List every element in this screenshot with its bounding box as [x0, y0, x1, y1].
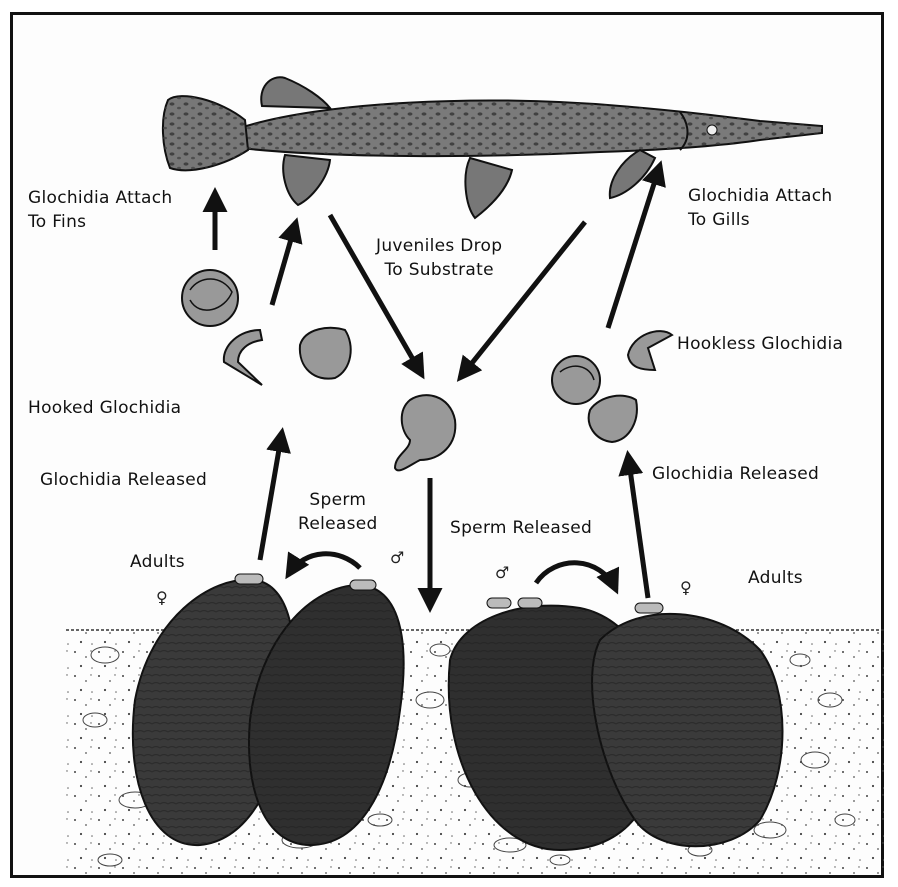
- label-hooked: Hooked Glochidia: [28, 398, 181, 418]
- glochidium-icon: [300, 328, 351, 379]
- label-attach-gills-line1: Glochidia Attach: [688, 186, 832, 206]
- label-sperm-right: Sperm Released: [450, 518, 592, 538]
- label-sperm-left-line1: Sperm: [298, 490, 378, 510]
- glochidium-icon: [182, 270, 238, 326]
- label-released-left: Glochidia Released: [40, 470, 207, 490]
- label-juveniles-line1: Juveniles Drop: [376, 236, 502, 256]
- label-attach-fins-line1: Glochidia Attach: [28, 188, 172, 208]
- male-symbol-left: ♂: [390, 548, 404, 567]
- arrow-released-left: [260, 432, 282, 560]
- female-symbol-right: ♀: [680, 578, 692, 597]
- label-attach-fins: Glochidia Attach To Fins: [28, 188, 172, 232]
- label-juveniles: Juveniles Drop To Substrate: [376, 236, 502, 280]
- label-released-right: Glochidia Released: [652, 464, 819, 484]
- label-attach-gills: Glochidia Attach To Gills: [688, 186, 832, 230]
- glochidium-icon: [552, 356, 600, 404]
- label-hookless: Hookless Glochidia: [677, 334, 843, 354]
- label-adults-right: Adults: [748, 568, 803, 588]
- glochidium-icon: [589, 396, 637, 442]
- label-attach-fins-line2: To Fins: [28, 212, 172, 232]
- label-attach-gills-line2: To Gills: [688, 210, 832, 230]
- female-symbol-left: ♀: [156, 588, 168, 607]
- arrow-hooked-to-fin: [272, 222, 296, 305]
- arrow-released-right: [628, 455, 648, 598]
- arrow-sperm-right: [536, 563, 616, 590]
- juvenile-mussel-icon: [395, 395, 455, 470]
- label-sperm-left-line2: Released: [298, 514, 378, 534]
- glochidium-hookless-open-icon: [628, 331, 672, 370]
- label-sperm-left: Sperm Released: [298, 490, 378, 534]
- label-juveniles-line2: To Substrate: [376, 260, 502, 280]
- arrow-sperm-left: [288, 554, 360, 575]
- label-adults-left: Adults: [130, 552, 185, 572]
- male-symbol-right: ♂: [495, 563, 509, 582]
- glochidium-hooked-open-icon: [224, 330, 262, 385]
